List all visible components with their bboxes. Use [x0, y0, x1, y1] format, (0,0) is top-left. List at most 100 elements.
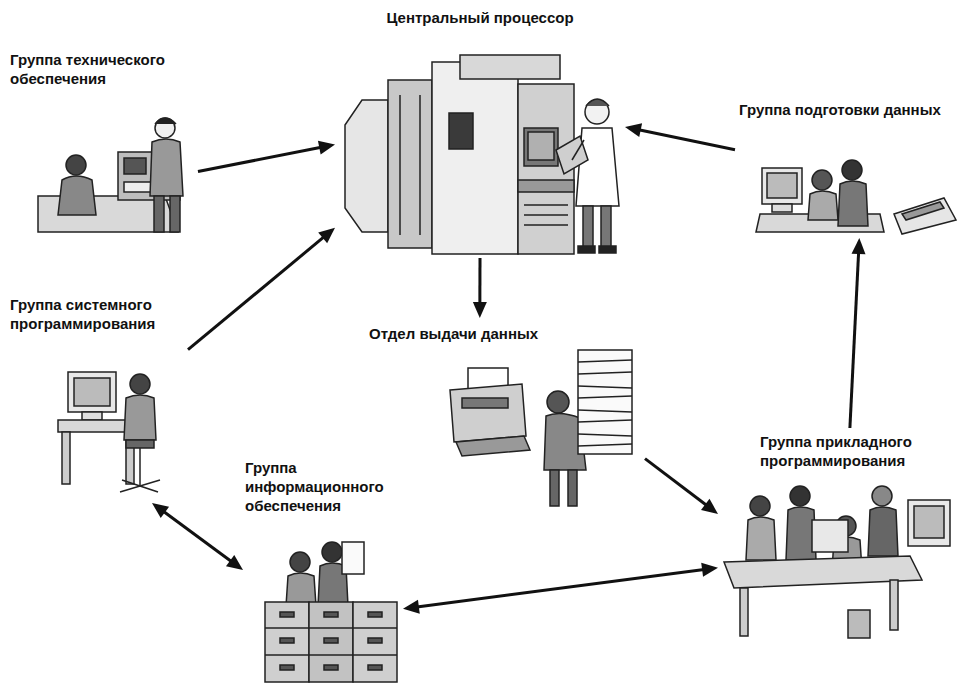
- team-illustration-part: [740, 588, 748, 636]
- technician-illustration-part: [124, 158, 146, 174]
- scientist-figure-part: [578, 246, 595, 253]
- arrow-line: [645, 459, 707, 506]
- flow-arrow: [473, 258, 487, 318]
- programmer-illustration-part: [74, 378, 110, 406]
- mainframe-illustration-part: [524, 128, 558, 166]
- arrow-head: [403, 600, 420, 614]
- data-entry-illustration-part: [772, 204, 792, 212]
- technician-illustration-part: [155, 118, 175, 138]
- archive-illustration-part: [324, 638, 338, 643]
- archive-illustration-part: [290, 552, 310, 572]
- clerk-with-papers-part: [578, 396, 632, 398]
- data-entry-illustration-part: [894, 198, 956, 234]
- programmer-illustration-part: [120, 480, 160, 492]
- archive-illustration-part: [324, 612, 338, 617]
- clerk-with-papers-part: [578, 444, 632, 446]
- arrow-head: [701, 499, 718, 514]
- group-node: Группа прикладного программирования: [718, 428, 960, 643]
- group-node: Группа информационного обеспечения: [243, 456, 403, 684]
- archive-illustration-part: [280, 612, 294, 617]
- clerk-with-papers-part: [568, 470, 577, 506]
- archive-illustration-part: [368, 638, 382, 643]
- data-entry-illustration-part: [812, 170, 832, 190]
- clerk-with-papers-part: [578, 410, 632, 412]
- data-entry-illustration-part: [808, 191, 838, 220]
- scientist-figure-part: [583, 206, 593, 248]
- data-entry-illustration-part: [767, 173, 797, 198]
- clerk-with-papers: [544, 350, 632, 506]
- group-label-box: Группа информационного обеспечения: [245, 458, 401, 515]
- data-entry-illustration-part: [902, 202, 944, 220]
- clerk-with-papers-part: [578, 372, 632, 374]
- flow-arrow: [850, 238, 866, 428]
- printer-illustration-part: [462, 398, 508, 408]
- group-label: Группа информационного обеспечения: [245, 458, 401, 515]
- archive-illustration-part: [265, 602, 309, 682]
- arrow-head: [152, 503, 169, 518]
- group-label-box: Центральный процессор: [335, 8, 625, 27]
- clerk-with-papers-part: [578, 420, 632, 422]
- arrow-head: [473, 302, 487, 318]
- programmer-illustration-part: [62, 432, 70, 484]
- programmer-illustration: [58, 372, 160, 492]
- group-node: Центральный процессор: [335, 6, 625, 258]
- scientist-figure-part: [572, 140, 584, 160]
- group-label-box: Группа технического обеспечения: [10, 50, 196, 88]
- scientist-figure-part: [601, 206, 611, 248]
- scientist-figure-part: [599, 246, 616, 253]
- arrow-line: [163, 511, 231, 561]
- mainframe-illustration-part: [449, 113, 473, 149]
- archive-illustration-part: [353, 602, 397, 682]
- clerk-with-papers-part: [578, 434, 632, 436]
- arrow-line: [198, 147, 321, 171]
- clerk-with-papers-part: [550, 470, 559, 506]
- flow-arrow: [625, 123, 735, 149]
- arrow-line: [188, 237, 324, 350]
- data-entry-illustration-part: [762, 168, 802, 204]
- technician-illustration-part: [66, 155, 86, 175]
- archive-illustration-part: [280, 665, 294, 670]
- arrow-head: [318, 141, 335, 155]
- archive-illustration-part: [286, 573, 316, 606]
- programmer-illustration-part: [126, 440, 154, 448]
- flow-arrow: [188, 228, 335, 350]
- archive-illustration-part: [280, 638, 294, 643]
- group-node: Группа технического обеспечения: [8, 48, 198, 238]
- group-label: Группа системного программирования: [10, 295, 186, 333]
- scientist-figure-part: [576, 128, 619, 206]
- archive-illustration-part: [368, 612, 382, 617]
- data-entry-illustration: [756, 160, 956, 234]
- clerk-with-papers-part: [578, 386, 632, 388]
- arrow-head: [625, 123, 642, 137]
- scientist-figure-part: [585, 100, 609, 124]
- arrow-line: [639, 130, 735, 150]
- scientist-figure: [556, 99, 619, 253]
- group-label-box: Группа подготовки данных: [739, 100, 957, 119]
- mainframe-illustration-part: [528, 132, 554, 160]
- archive-illustration-part: [322, 542, 342, 562]
- group-label-box: Отдел выдачи данных: [369, 324, 619, 343]
- group-label-box: Группа системного программирования: [10, 295, 186, 333]
- programmer-illustration-part: [122, 480, 158, 492]
- scientist-figure-part: [586, 99, 609, 106]
- flow-arrow: [152, 503, 243, 570]
- archive-illustration-part: [265, 627, 397, 629]
- team-illustration-part: [746, 517, 776, 560]
- mainframe-illustration-part: [432, 62, 518, 254]
- mainframe-illustration-part: [399, 95, 401, 235]
- clerk-with-papers-part: [578, 350, 632, 454]
- printer-illustration-part: [456, 436, 530, 456]
- arrow-line: [478, 258, 481, 304]
- mainframe-illustration-part: [518, 180, 574, 192]
- team-illustration-part: [908, 500, 950, 546]
- team-illustration-part: [890, 580, 898, 630]
- programmer-illustration-part: [139, 448, 141, 485]
- group-label: Группа подготовки данных: [739, 100, 957, 119]
- mainframe-illustration-part: [524, 204, 568, 206]
- data-entry-illustration-part: [842, 160, 862, 180]
- mainframe-illustration: [345, 55, 574, 254]
- team-illustration-part: [750, 496, 770, 516]
- data-entry-illustration-part: [838, 181, 868, 226]
- programmer-illustration-part: [130, 374, 150, 394]
- mainframe-illustration-part: [388, 80, 432, 248]
